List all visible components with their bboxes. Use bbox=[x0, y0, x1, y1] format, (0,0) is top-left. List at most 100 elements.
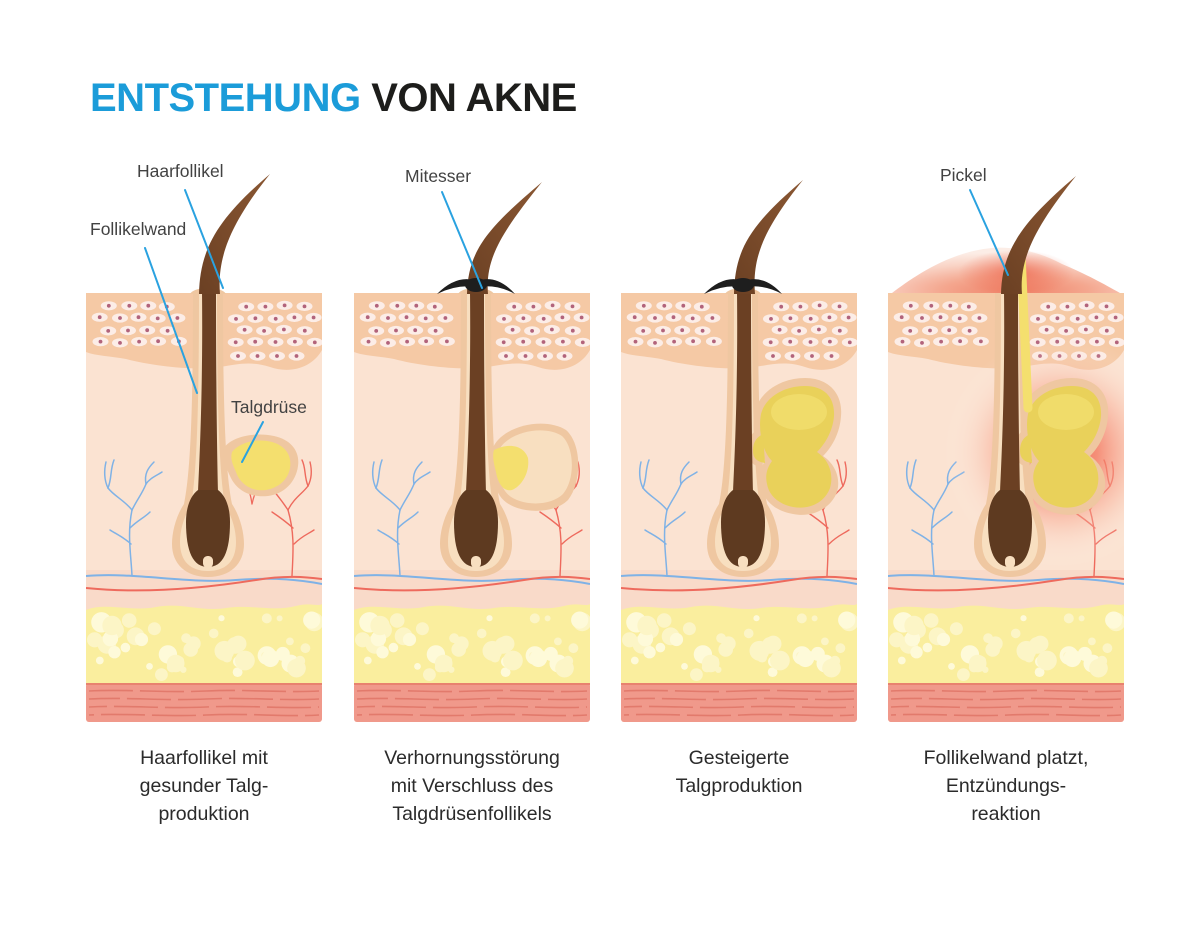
fat-cell bbox=[977, 656, 987, 666]
fat-cell bbox=[1105, 611, 1123, 629]
cell-nucleus bbox=[175, 316, 180, 320]
cell-nucleus bbox=[929, 303, 934, 308]
fat-cell bbox=[568, 643, 579, 654]
muscle-striation bbox=[88, 705, 320, 709]
red-capillary bbox=[307, 461, 313, 487]
blue-capillary bbox=[911, 529, 934, 545]
fat-cell bbox=[1020, 615, 1027, 622]
cell-nucleus bbox=[311, 315, 316, 320]
fat-cell bbox=[669, 632, 684, 647]
cell-nucleus bbox=[233, 340, 238, 345]
fat-cell bbox=[543, 646, 558, 661]
blue-vessel bbox=[621, 574, 857, 585]
cell-nucleus bbox=[521, 316, 526, 321]
fat-cell bbox=[486, 615, 493, 622]
muscle-striation bbox=[890, 705, 1122, 709]
blue-capillary bbox=[644, 529, 667, 545]
leader-line bbox=[144, 247, 198, 394]
fat-cell bbox=[95, 656, 104, 665]
cell-nucleus bbox=[521, 339, 526, 344]
blue-capillary bbox=[905, 461, 911, 489]
fat-cell bbox=[451, 642, 466, 657]
fat-cell bbox=[423, 668, 436, 681]
cell-nucleus bbox=[156, 339, 160, 344]
blue-capillary bbox=[413, 471, 431, 485]
cell-nucleus bbox=[145, 328, 150, 333]
cell-nucleus bbox=[273, 316, 278, 321]
panel-caption-2: Verhornungsstörung mit Verschluss des Ta… bbox=[384, 747, 560, 825]
muscle-striation bbox=[88, 697, 320, 701]
blue-vessel bbox=[86, 574, 322, 585]
cell-nucleus bbox=[846, 315, 851, 320]
cell-nucleus bbox=[580, 340, 585, 345]
fat-cell bbox=[134, 632, 149, 647]
leader-line bbox=[184, 189, 224, 289]
red-vessel bbox=[86, 575, 322, 592]
blue-capillary bbox=[371, 461, 377, 489]
blue-capillary bbox=[679, 461, 690, 485]
cell-nucleus bbox=[1084, 303, 1089, 308]
page-title: ENTSTEHUNG VON AKNE bbox=[90, 76, 577, 121]
muscle-striation bbox=[890, 697, 1122, 701]
cell-nucleus bbox=[234, 317, 238, 321]
cell-nucleus bbox=[244, 304, 249, 309]
fat-cell bbox=[690, 668, 703, 681]
fat-cell bbox=[529, 613, 540, 624]
red-vessel bbox=[888, 575, 1124, 592]
cell-nucleus bbox=[510, 327, 515, 332]
fat-cell bbox=[772, 652, 786, 665]
fat-cell bbox=[1016, 640, 1037, 661]
fat-cell bbox=[232, 667, 243, 677]
fat-cell bbox=[505, 652, 519, 665]
blue-capillary bbox=[375, 487, 401, 511]
fat-cell bbox=[1010, 628, 1021, 639]
cell-nucleus bbox=[404, 315, 409, 320]
blue-capillary bbox=[107, 459, 115, 489]
cell-nucleus bbox=[1046, 304, 1051, 309]
cell-nucleus bbox=[118, 316, 122, 320]
cell-nucleus bbox=[1114, 340, 1119, 345]
cell-nucleus bbox=[837, 328, 842, 333]
fat-cell bbox=[443, 656, 453, 666]
red-capillary bbox=[287, 485, 309, 511]
cell-nucleus bbox=[127, 303, 132, 308]
cell-nucleus bbox=[662, 303, 667, 308]
cell-nucleus bbox=[788, 316, 793, 321]
red-capillary bbox=[539, 511, 562, 529]
muscle-striation bbox=[356, 705, 588, 709]
fat-cell bbox=[415, 622, 429, 636]
cell-nucleus bbox=[1075, 316, 1080, 321]
fat-cell bbox=[175, 656, 185, 666]
blue-capillary bbox=[909, 459, 917, 489]
cell-nucleus bbox=[118, 341, 122, 345]
blue-capillary bbox=[375, 459, 383, 489]
cell-nucleus bbox=[146, 303, 151, 308]
red-capillary bbox=[555, 509, 562, 577]
cell-nucleus bbox=[386, 341, 390, 345]
cell-nucleus bbox=[1084, 327, 1088, 332]
hair-bulb bbox=[454, 490, 498, 567]
cell-nucleus bbox=[1055, 316, 1060, 321]
fat-cell bbox=[370, 615, 390, 636]
muscle-striation bbox=[356, 697, 588, 701]
hair-papilla-notch bbox=[738, 556, 748, 568]
panel-caption-3: Gesteigerte Talgproduktion bbox=[675, 747, 803, 797]
cell-nucleus bbox=[681, 303, 686, 308]
fat-cell bbox=[710, 656, 720, 666]
muscle-striation bbox=[623, 697, 855, 701]
cell-nucleus bbox=[242, 327, 247, 332]
fat-cell bbox=[87, 632, 103, 648]
hair-shaft bbox=[198, 292, 218, 492]
cell-nucleus bbox=[691, 339, 695, 344]
fat-cell bbox=[656, 613, 672, 628]
cell-nucleus bbox=[273, 340, 278, 344]
cell-nucleus bbox=[106, 329, 111, 333]
red-capillary bbox=[575, 461, 581, 487]
hair-bulb bbox=[186, 490, 230, 567]
fat-cell bbox=[1034, 667, 1045, 677]
blue-capillary bbox=[933, 483, 949, 511]
cell-nucleus bbox=[293, 339, 297, 344]
cell-nucleus bbox=[768, 340, 773, 345]
cell-nucleus bbox=[302, 328, 307, 333]
fat-cell bbox=[402, 632, 417, 647]
